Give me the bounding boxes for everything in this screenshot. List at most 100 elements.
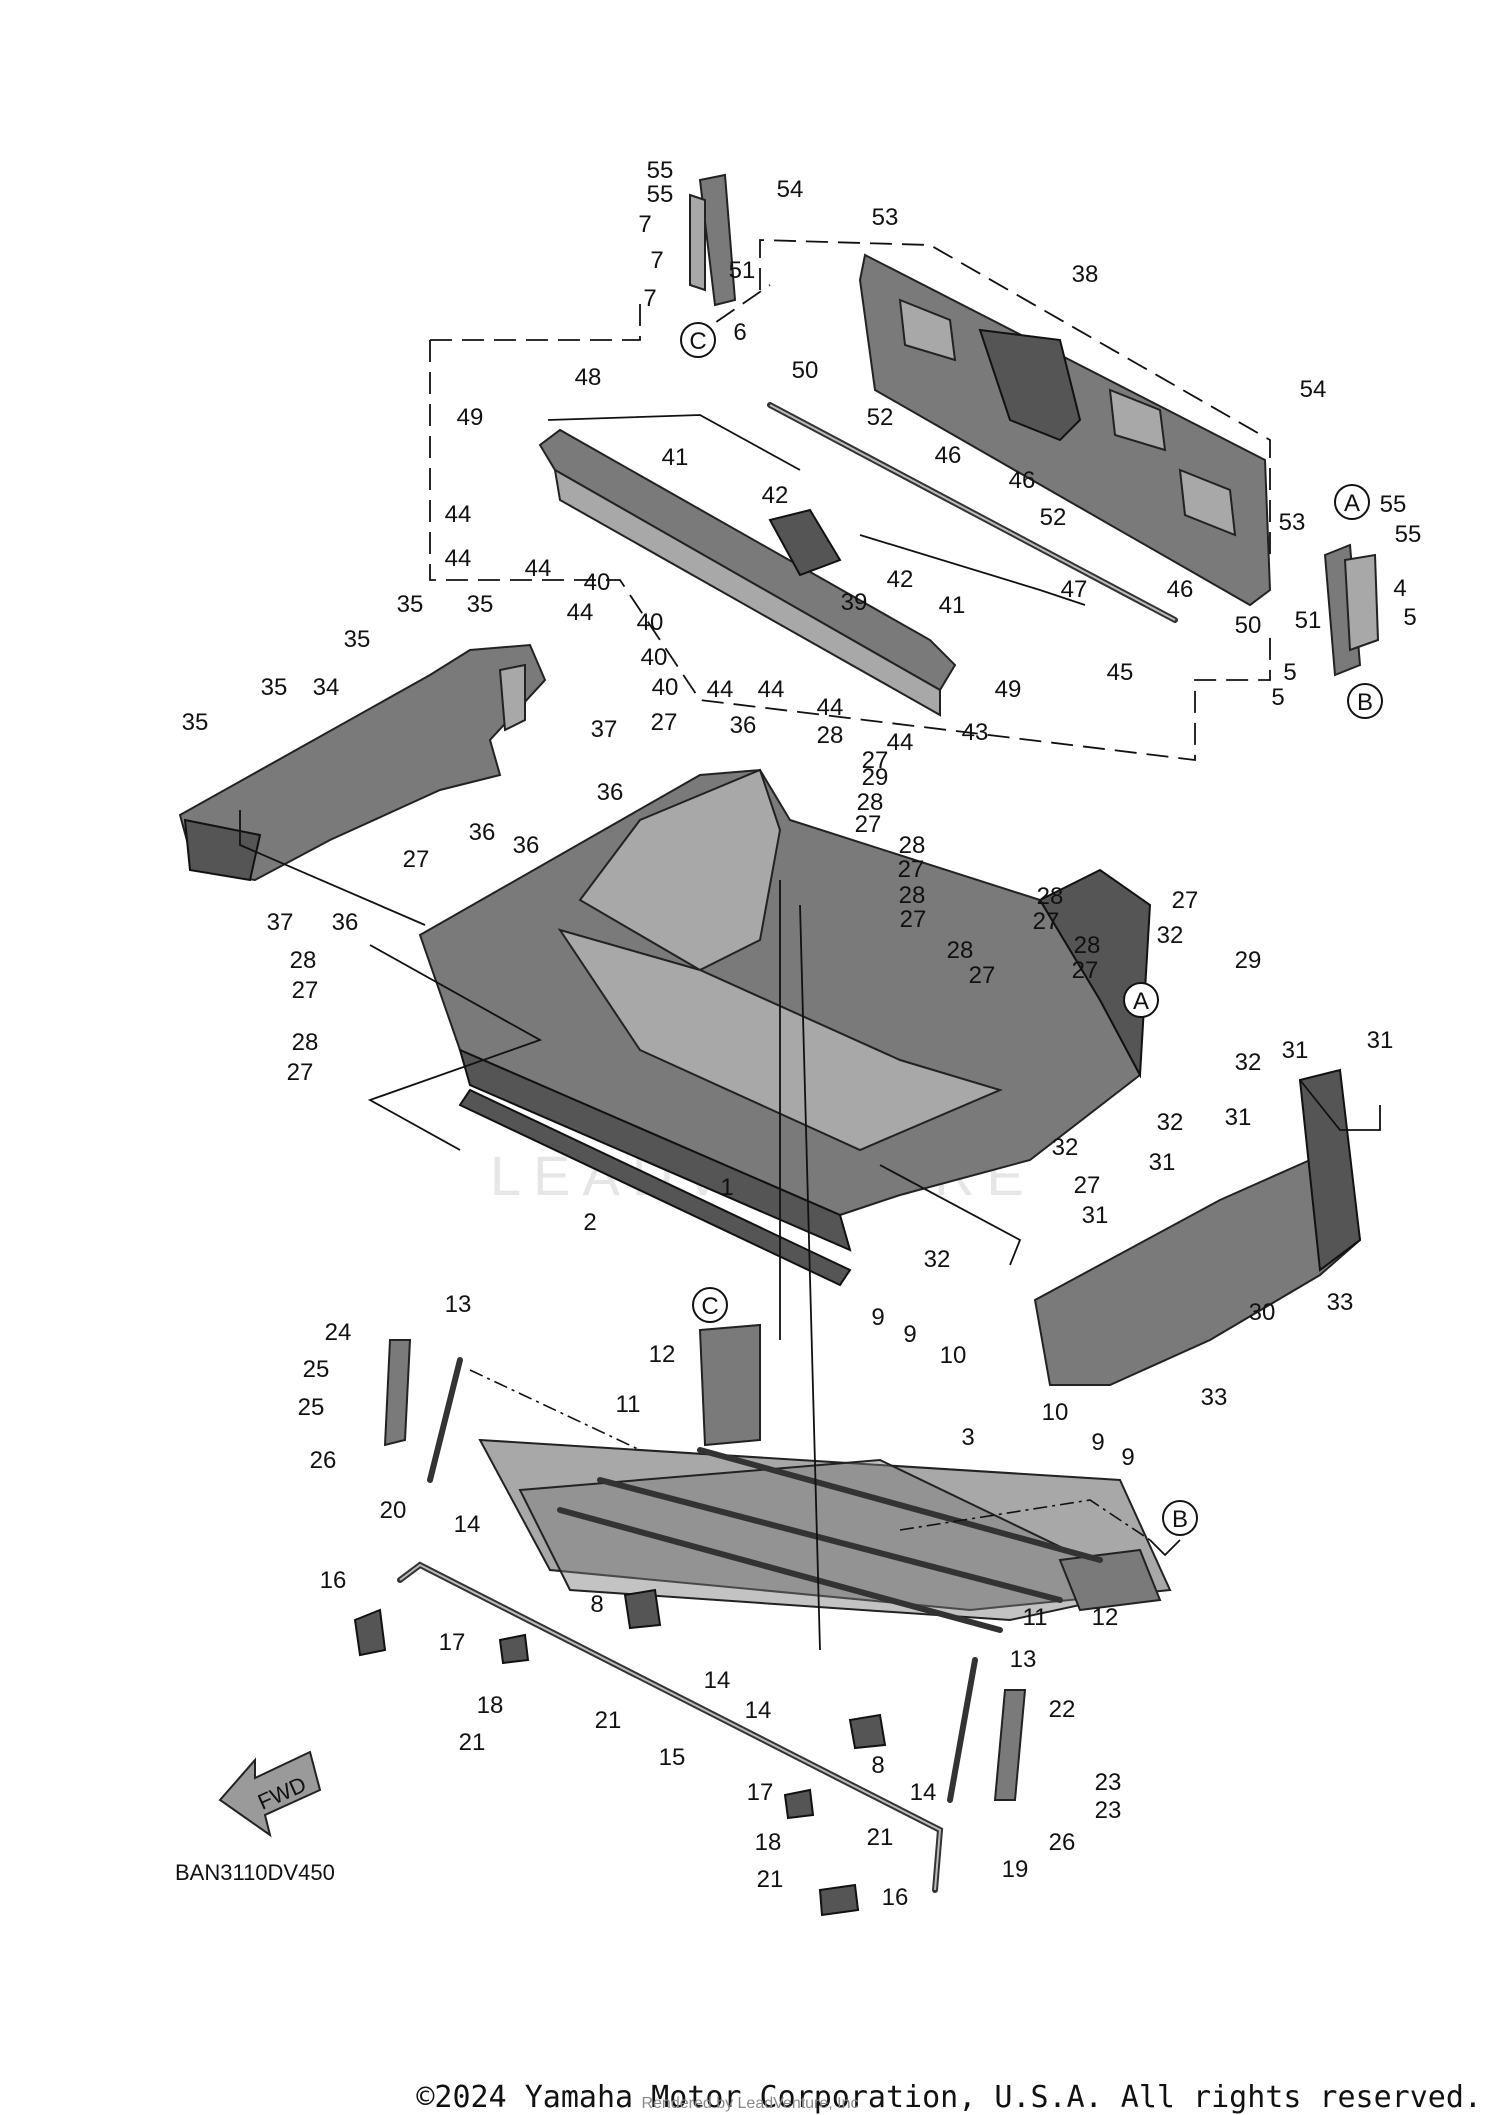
callout-40b: 40 bbox=[637, 609, 664, 636]
callout-27m: 27 bbox=[1074, 1172, 1101, 1199]
callout-41b: 41 bbox=[939, 592, 966, 619]
callout-9c: 9 bbox=[1091, 1429, 1104, 1456]
callout-53b: 53 bbox=[1279, 509, 1306, 536]
callout-2: 2 bbox=[583, 1209, 596, 1236]
callout-40d: 40 bbox=[652, 674, 679, 701]
callout-35a: 35 bbox=[397, 591, 424, 618]
callout-9a: 9 bbox=[871, 1304, 884, 1331]
callout-46a: 46 bbox=[935, 442, 962, 469]
callout-13b: 13 bbox=[1010, 1646, 1037, 1673]
callout-36d: 36 bbox=[513, 832, 540, 859]
callout-32d: 32 bbox=[1052, 1134, 1079, 1161]
callout-54b: 54 bbox=[1300, 376, 1327, 403]
callout-32a: 32 bbox=[1157, 922, 1184, 949]
callout-19: 19 bbox=[1002, 1856, 1029, 1883]
callout-51a: 51 bbox=[729, 257, 756, 284]
callout-36e: 36 bbox=[332, 909, 359, 936]
callout-13a: 13 bbox=[445, 1291, 472, 1318]
callout-12b: 12 bbox=[1092, 1604, 1119, 1631]
callout-29b: 29 bbox=[1235, 947, 1262, 974]
callout-28h: 28 bbox=[290, 947, 317, 974]
callout-7b: 7 bbox=[650, 247, 663, 274]
right-tailgate-hinge bbox=[1323, 543, 1380, 677]
callout-31d: 31 bbox=[1149, 1149, 1176, 1176]
callout-16a: 16 bbox=[320, 1567, 347, 1594]
callout-17a: 17 bbox=[439, 1629, 466, 1656]
callout-47: 47 bbox=[1061, 576, 1088, 603]
latch-cable-right bbox=[859, 534, 1086, 606]
callout-22: 22 bbox=[1049, 1696, 1076, 1723]
callout-14a: 14 bbox=[454, 1511, 481, 1538]
callout-27a: 27 bbox=[651, 709, 678, 736]
callout-33a: 33 bbox=[1327, 1289, 1354, 1316]
damper-right bbox=[783, 1788, 815, 1820]
callout-21a: 21 bbox=[459, 1729, 486, 1756]
callout-9d: 9 bbox=[1121, 1444, 1134, 1471]
callout-35d: 35 bbox=[261, 674, 288, 701]
callout-4: 4 bbox=[1393, 575, 1406, 602]
callout-53a: 53 bbox=[872, 204, 899, 231]
callout-10b: 10 bbox=[1042, 1399, 1069, 1426]
callout-32b: 32 bbox=[1235, 1049, 1262, 1076]
callout-52b: 52 bbox=[1040, 504, 1067, 531]
callout-52a: 52 bbox=[867, 404, 894, 431]
callout-16b: 16 bbox=[882, 1884, 909, 1911]
ref-marker-c-frame: C bbox=[692, 1287, 728, 1323]
leader-frame-center bbox=[779, 880, 821, 1651]
damper-left bbox=[498, 1633, 530, 1665]
callout-20: 20 bbox=[380, 1497, 407, 1524]
callout-27f: 27 bbox=[1033, 908, 1060, 935]
callout-27g: 27 bbox=[900, 906, 927, 933]
callout-38: 38 bbox=[1072, 261, 1099, 288]
callout-54a: 54 bbox=[777, 176, 804, 203]
leader-bed-right bbox=[879, 1164, 1022, 1266]
callout-27b: 27 bbox=[862, 747, 889, 774]
callout-41a: 41 bbox=[662, 444, 689, 471]
callout-27e: 27 bbox=[403, 846, 430, 873]
ref-marker-c-top: C bbox=[680, 322, 716, 358]
callout-36b: 36 bbox=[597, 779, 624, 806]
svg-text:B: B bbox=[1172, 1506, 1188, 1533]
callout-27c: 27 bbox=[855, 811, 882, 838]
callout-28a: 28 bbox=[817, 722, 844, 749]
lock-rod-grip-right bbox=[818, 1883, 860, 1917]
frame-mount-left bbox=[623, 1588, 662, 1630]
callout-44h: 44 bbox=[887, 729, 914, 756]
callout-44f: 44 bbox=[758, 676, 785, 703]
ref-marker-b-top: B bbox=[1347, 683, 1383, 719]
svg-text:C: C bbox=[689, 328, 706, 355]
callout-27h: 27 bbox=[1172, 887, 1199, 914]
ref-marker-a-bed: A bbox=[1123, 982, 1159, 1018]
callout-36a: 36 bbox=[730, 712, 757, 739]
lock-rod-grip-left bbox=[353, 1608, 387, 1657]
ref-marker-b-frame: B bbox=[1162, 1500, 1198, 1536]
callout-26a: 26 bbox=[310, 1447, 337, 1474]
callout-46b: 46 bbox=[1009, 467, 1036, 494]
tailgate-panel-outline bbox=[759, 239, 1271, 560]
callout-42b: 42 bbox=[887, 566, 914, 593]
callout-40a: 40 bbox=[584, 569, 611, 596]
callout-27d: 27 bbox=[898, 856, 925, 883]
callout-37a: 37 bbox=[591, 716, 618, 743]
callout-48: 48 bbox=[575, 364, 602, 391]
tailgate-group-outline bbox=[429, 295, 1271, 762]
callout-51b: 51 bbox=[1295, 607, 1322, 634]
callout-8b: 8 bbox=[871, 1752, 884, 1779]
rear-cross-member bbox=[538, 428, 957, 717]
callout-7c: 7 bbox=[643, 285, 656, 312]
rendered-by-notice: Rendered by LeadVenture, Inc bbox=[641, 2095, 859, 2112]
callout-37b: 37 bbox=[267, 909, 294, 936]
callout-49b: 49 bbox=[995, 676, 1022, 703]
callout-55c: 55 bbox=[1380, 491, 1407, 518]
callout-30: 30 bbox=[1249, 1299, 1276, 1326]
tailgate-panel bbox=[858, 253, 1272, 607]
callout-29a: 29 bbox=[862, 764, 889, 791]
callout-3: 3 bbox=[961, 1424, 974, 1451]
callout-44g: 44 bbox=[817, 694, 844, 721]
callout-11b: 11 bbox=[1023, 1604, 1048, 1631]
left-tailgate-hinge bbox=[689, 173, 737, 307]
svg-text:A: A bbox=[1133, 988, 1149, 1015]
